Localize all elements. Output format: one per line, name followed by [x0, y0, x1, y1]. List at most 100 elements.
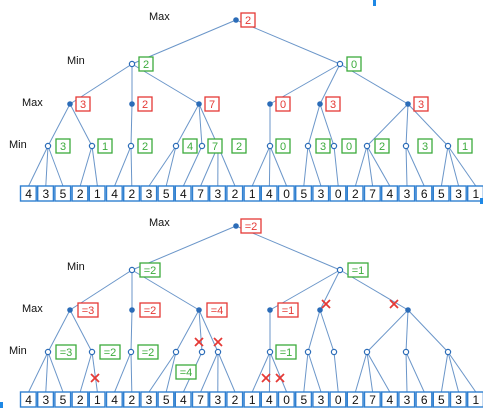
bottom_tree-leaf-box [208, 391, 227, 408]
bottom_tree-leaf-value: 1 [94, 393, 101, 407]
top_tree-min3-value-box [182, 138, 198, 154]
top_tree-leaf-box [157, 185, 175, 202]
top_tree-leaf-value: 2 [128, 187, 135, 201]
top_tree-edge [79, 145, 93, 187]
top_tree-min3-node [172, 142, 180, 150]
bottom_tree-min3-node [330, 348, 338, 356]
bottom_tree-edge [354, 351, 368, 393]
top_tree-edge [333, 145, 339, 187]
top_tree-min3-value: 0 [280, 141, 286, 153]
bottom_tree-min3-value: =2 [104, 347, 117, 359]
top_tree-leaf-box [208, 185, 227, 202]
bottom_tree-max-node [405, 307, 411, 313]
bottom_tree-min3-node [127, 348, 135, 356]
top_tree-leaf-box [37, 185, 55, 202]
top_tree-min3-node [198, 142, 206, 150]
top_tree-edge [447, 145, 460, 187]
bottom_tree-edge [175, 309, 200, 353]
top_tree-edge [319, 103, 335, 147]
top_tree-edge [405, 145, 408, 187]
bottom_tree-leaf-box [174, 391, 192, 408]
top_tree-edge [307, 103, 321, 147]
bottom_tree-leaf-value: 3 [214, 393, 221, 407]
bottom_tree-max-value: =3 [82, 305, 95, 317]
bottom_tree-label-max-root: Max [149, 217, 170, 229]
bottom_tree-leaf-value: 1 [249, 393, 256, 407]
bottom_tree-leaf-box [277, 391, 295, 408]
top_tree-max-node [405, 101, 411, 107]
bottom_tree-leaf-value: 3 [404, 393, 411, 407]
bottom_tree-leaf-value: 3 [146, 393, 153, 407]
bottom_tree-leaf-value: 3 [42, 393, 49, 407]
bottom_tree-max-value: =4 [211, 305, 224, 317]
top_tree-leaf-value: 7 [197, 187, 204, 201]
bottom_tree-leaf-box [191, 391, 209, 408]
bottom_tree-min3-value: =4 [180, 367, 193, 379]
bottom_tree-min-value: =2 [144, 265, 157, 277]
top_tree-min3-value-box [341, 138, 357, 154]
bottom_tree-leaf-value: 3 [455, 393, 462, 407]
bottom_tree-min3-value-box [99, 344, 121, 360]
bottom_tree-max-value: =1 [282, 305, 295, 317]
bottom_tree-max-value-box [277, 302, 299, 318]
top_tree-leaf-value: 3 [214, 187, 221, 201]
top_tree-min-value-box [346, 56, 362, 72]
top_tree-edge [366, 145, 391, 187]
top_tree-max-value-box [275, 96, 291, 112]
top_tree-min3-value-box [417, 138, 433, 154]
bottom_tree-edge [165, 351, 177, 393]
top_tree-min3-value-box [231, 138, 247, 154]
top_tree-min3-value: 4 [187, 141, 193, 153]
top_tree-min3-value-box [137, 138, 153, 154]
top_tree-leaf-box [415, 185, 433, 202]
top_tree-leaf-value: 4 [25, 187, 32, 201]
top_tree-leaf-value: 3 [404, 187, 411, 201]
bottom_tree-leaf-value: 1 [472, 393, 479, 407]
top_tree-leaf-box [191, 185, 209, 202]
bottom_tree-edge [268, 351, 271, 393]
bottom_tree-leaf-box [467, 391, 483, 408]
top_tree-max-node [267, 101, 273, 107]
top_tree-leaf-value: 5 [163, 187, 170, 201]
top_tree-root-value: 2 [245, 15, 251, 27]
left-edge-marker [0, 402, 3, 408]
top_tree-max-value-box [137, 96, 153, 112]
bottom_tree-min-value-box [139, 262, 161, 278]
top_tree-root-value-box [240, 12, 256, 28]
bottom_tree-leaf-box [363, 391, 381, 408]
bottom_tree-leaf-value: 4 [25, 393, 32, 407]
top_tree-min3-value: 7 [212, 141, 218, 153]
top_tree-max-value-box [204, 96, 220, 112]
bottom_tree-min3-node [44, 348, 52, 356]
top_tree-leaf-value: 0 [283, 187, 290, 201]
bottom_tree-prune-mark [261, 373, 271, 383]
top_tree-edge [148, 145, 177, 187]
bottom_tree-leaf-value: 7 [369, 393, 376, 407]
bottom_tree-min3-node [172, 348, 180, 356]
top_tree-label-max-root: Max [149, 11, 170, 23]
bottom_tree-min-node [128, 266, 136, 274]
top_tree-min3-value: 1 [102, 141, 108, 153]
bottom_tree-edge [307, 351, 322, 393]
top_tree-leaf-value: 5 [300, 187, 307, 201]
top_tree-min-node [336, 60, 344, 68]
top_tree-leaf-box [467, 185, 483, 202]
top_tree-leaf-value: 4 [111, 187, 118, 201]
top_tree-leaf-box [54, 185, 72, 202]
top_tree-root-node [233, 17, 239, 23]
top_tree-leaf-value: 0 [335, 187, 342, 201]
top_tree-edge [28, 145, 49, 187]
bottom_tree-edge [405, 351, 425, 393]
top_tree-edge [130, 103, 133, 147]
top_tree-min3-value: 2 [142, 141, 148, 153]
top_tree-edge [319, 63, 341, 105]
bottom_tree-edge [366, 351, 374, 393]
bottom_tree-edge [45, 351, 49, 393]
top_tree-leaf-value: 3 [318, 187, 325, 201]
top_tree-leaf-box [398, 185, 416, 202]
top_tree-edge [268, 145, 271, 187]
top_tree-min3-node [304, 142, 312, 150]
top_tree-edge [366, 145, 374, 187]
bottom_tree-prune-mark [194, 337, 204, 347]
